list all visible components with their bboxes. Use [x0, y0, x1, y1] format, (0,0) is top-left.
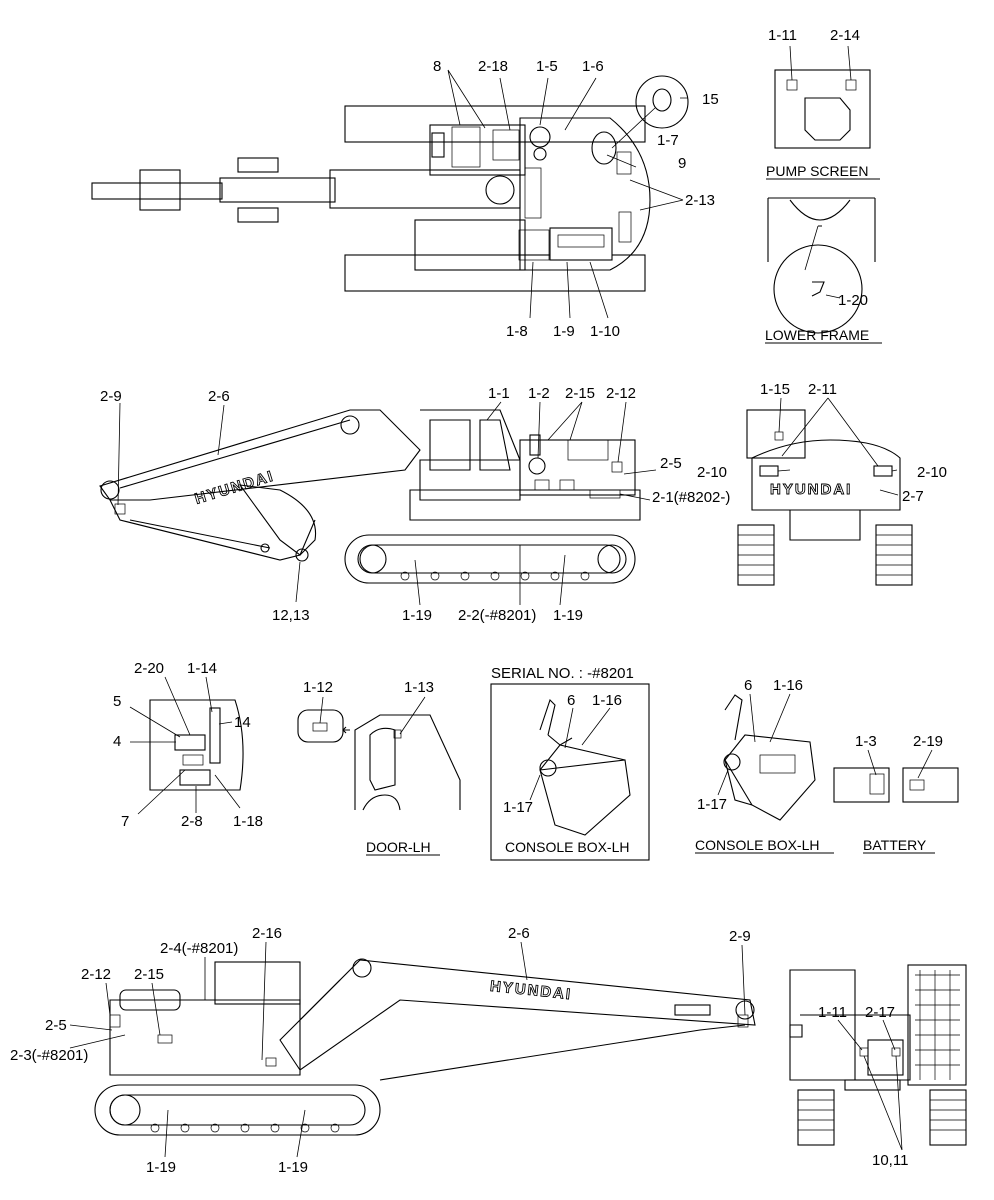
battery-view: 1-3 2-19 BATTERY: [833, 733, 959, 854]
callout: 2-5: [660, 455, 682, 472]
battery-caption: BATTERY: [863, 837, 927, 853]
callout: 2-9: [729, 928, 751, 945]
callout: 2-19: [913, 733, 943, 750]
serial-caption: SERIAL NO. : -#8201: [491, 665, 634, 682]
callout: 8: [433, 58, 441, 75]
callout: 1-16: [773, 677, 803, 694]
callout: 6: [567, 692, 575, 709]
console-box-caption: CONSOLE BOX-LH: [695, 837, 819, 853]
callout: 2-2(-#8201): [458, 607, 536, 624]
callout: 2-5: [45, 1017, 67, 1034]
callout: 1-7: [657, 132, 679, 149]
callout: 1-16: [592, 692, 622, 709]
callout: 1-15: [760, 381, 790, 398]
cab-interior-view: 2-20 1-14 5 14 4 7 2-8 1-18: [113, 660, 263, 830]
console-box-serial-view: SERIAL NO. : -#8201 6 1-16 1-17 CONSOLE …: [490, 665, 650, 861]
callout: 12,13: [272, 607, 310, 624]
callout: 2-12: [606, 385, 636, 402]
bottom-boom-brand: HYUNDAI: [489, 978, 573, 1004]
callout: 2-1(#8202-): [652, 489, 730, 506]
callout: 2-7: [902, 488, 924, 505]
callout: 2-11: [808, 381, 837, 398]
callout: 2-15: [134, 966, 164, 983]
callout: 1-17: [503, 799, 533, 816]
callout: 2-17: [865, 1004, 895, 1021]
lower-frame-view: 1-20 LOWER FRAME: [765, 197, 882, 344]
callout: 2-13: [685, 192, 715, 209]
door-lh-caption: DOOR-LH: [366, 839, 431, 855]
console-box-view: 6 1-16 1-17 CONSOLE BOX-LH: [695, 677, 834, 854]
callout: 1-17: [697, 796, 727, 813]
callout: 2-6: [208, 388, 230, 405]
bottom-view-labels: 2-16 2-4(-#8201) 2-6 2-9 2-12 2-15 2-5 2…: [10, 925, 751, 1176]
pump-screen-caption: PUMP SCREEN: [766, 163, 868, 179]
callout: 1-20: [838, 292, 868, 309]
callout: 9: [678, 155, 686, 172]
callout: 2-3(-#8201): [10, 1047, 88, 1064]
callout: 1-9: [553, 323, 575, 340]
pump-screen-view: 1-11 2-14 PUMP SCREEN: [766, 27, 880, 180]
callout: 1-3: [855, 733, 877, 750]
side-view: HYUNDAI: [99, 401, 657, 606]
callout: 14: [234, 714, 251, 731]
callout: 2-8: [181, 813, 203, 830]
callout: 2-9: [100, 388, 122, 405]
callout: 1-19: [278, 1159, 308, 1176]
callout: 1-14: [187, 660, 217, 677]
callout: 4: [113, 733, 121, 750]
callout: 1-13: [404, 679, 434, 696]
callout: 5: [113, 693, 121, 710]
callout: 2-15: [565, 385, 595, 402]
callout: 1-1: [488, 385, 510, 402]
callout: 1-8: [506, 323, 528, 340]
callout: 1-11: [768, 27, 797, 44]
callout: 1-10: [590, 323, 620, 340]
top-view: [91, 69, 689, 319]
bottom-side-view: HYUNDAI: [69, 941, 756, 1158]
top-view-labels: 8 2-18 1-5 1-6 15 1-7 9 2-13 1-8 1-9 1-1…: [433, 58, 719, 340]
callout: 2-4(-#8201): [160, 940, 238, 957]
callout: 1-5: [536, 58, 558, 75]
callout: 1-18: [233, 813, 263, 830]
callout: 7: [121, 813, 129, 830]
callout: 2-14: [830, 27, 860, 44]
side-view-labels: 2-9 2-6 1-1 1-2 2-15 2-12 2-5 2-1(#8202-…: [100, 385, 730, 624]
door-lh-view: 1-12 1-13 DOOR-LH: [297, 679, 461, 856]
callout: 1-19: [553, 607, 583, 624]
callout: 1-19: [402, 607, 432, 624]
callout: 2-18: [478, 58, 508, 75]
callout: 10,11: [872, 1152, 908, 1169]
callout: 2-10: [917, 464, 947, 481]
callout: 1-2: [528, 385, 550, 402]
callout: 2-12: [81, 966, 111, 983]
callout: 1-12: [303, 679, 333, 696]
rear-view: HYUNDAI 1-15 2-11 2-10 2-10 2-7: [697, 381, 947, 586]
callout: 1-11: [818, 1004, 847, 1021]
callout: 6: [744, 677, 752, 694]
callout: 2-10: [697, 464, 727, 481]
callout: 2-20: [134, 660, 164, 677]
callout: 2-16: [252, 925, 282, 942]
callout: 1-19: [146, 1159, 176, 1176]
lower-frame-caption: LOWER FRAME: [765, 327, 869, 343]
callout: 15: [702, 91, 719, 108]
callout: 1-6: [582, 58, 604, 75]
callout: 2-6: [508, 925, 530, 942]
console-box-serial-caption: CONSOLE BOX-LH: [505, 839, 629, 855]
front-view: 1-11 2-17 10,11: [789, 964, 967, 1169]
rear-brand: HYUNDAI: [770, 481, 852, 498]
